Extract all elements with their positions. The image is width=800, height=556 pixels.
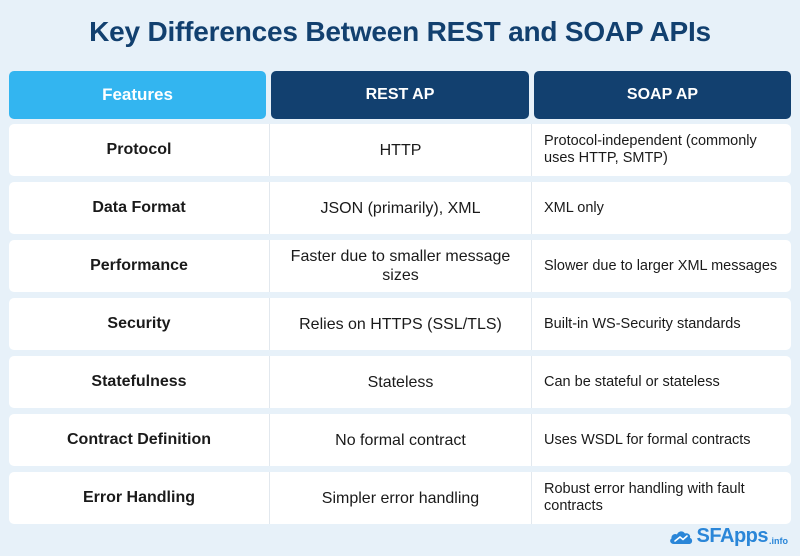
soap-cell: Built-in WS-Security standards [544, 315, 741, 332]
table-row: Contract Definition No formal contract U… [9, 414, 791, 466]
header-rest: REST AP [271, 71, 529, 119]
feature-cell: Contract Definition [67, 431, 211, 448]
table-row: Performance Faster due to smaller messag… [9, 240, 791, 292]
rest-cell: Relies on HTTPS (SSL/TLS) [269, 298, 532, 350]
feature-cell: Error Handling [82, 489, 195, 506]
header-features: Features [9, 71, 266, 119]
rest-cell: Stateless [269, 356, 532, 408]
feature-cell: Security [107, 315, 171, 332]
sfapps-logo: SFApps .info [668, 525, 788, 548]
rest-cell: JSON (primarily), XML [269, 182, 532, 234]
table-row: Error Handling Simpler error handling Ro… [9, 472, 791, 524]
table-row: Data Format JSON (primarily), XML XML on… [9, 182, 791, 234]
feature-cell: Protocol [106, 141, 172, 158]
soap-cell: Slower due to larger XML messages [544, 257, 778, 274]
soap-cell: Robust error handling with fault contrac… [544, 481, 745, 514]
header-soap: SOAP AP [534, 71, 791, 119]
table-row: Protocol HTTP Protocol-independent (comm… [9, 124, 791, 176]
soap-cell: Can be stateful or stateless [544, 373, 720, 390]
rest-cell: HTTP [269, 124, 532, 176]
table-row: Statefulness Stateless Can be stateful o… [9, 356, 791, 408]
logo-suffix: .info [769, 535, 788, 546]
soap-cell: Protocol-independent (commonly uses HTTP… [544, 133, 757, 166]
soap-cell: XML only [544, 199, 604, 216]
page-title: Key Differences Between REST and SOAP AP… [89, 16, 711, 47]
comparison-table: Protocol HTTP Protocol-independent (comm… [9, 124, 791, 530]
table-row: Security Relies on HTTPS (SSL/TLS) Built… [9, 298, 791, 350]
cloud-icon [668, 528, 694, 546]
rest-cell: Faster due to smaller message sizes [269, 240, 532, 292]
feature-cell: Performance [90, 257, 188, 274]
soap-cell: Uses WSDL for formal contracts [544, 431, 751, 448]
rest-cell: No formal contract [269, 414, 532, 466]
rest-cell: Simpler error handling [269, 472, 532, 524]
feature-cell: Statefulness [91, 373, 187, 390]
logo-text: SFApps [696, 525, 769, 547]
feature-cell: Data Format [92, 199, 186, 216]
